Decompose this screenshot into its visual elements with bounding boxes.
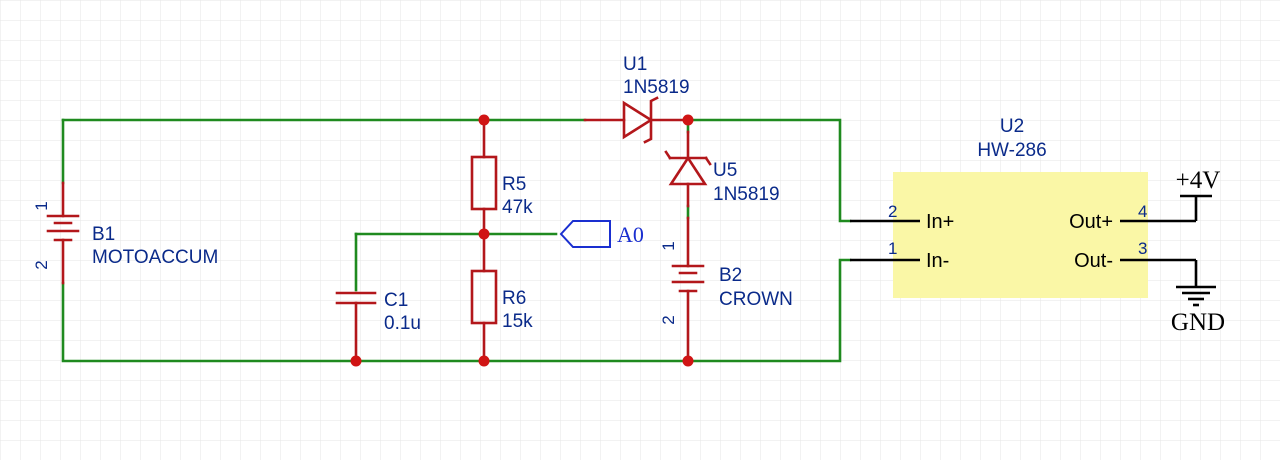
- pin-in-plus-number: 2: [888, 202, 897, 221]
- schottky-diode-icon: [664, 130, 712, 208]
- pin-out-plus-number: 4: [1138, 202, 1147, 221]
- battery-icon: [46, 181, 80, 285]
- b1-pin1-number: 1: [32, 201, 51, 210]
- diode-u5[interactable]: U5 1N5819: [664, 130, 780, 208]
- vcc-label: +4V: [1176, 167, 1221, 194]
- junction-dot: [478, 228, 490, 240]
- capacitor-icon: [335, 291, 377, 363]
- wire-bottom-rail: [61, 258, 852, 363]
- battery-icon: [671, 216, 705, 363]
- u1-value: 1N5819: [623, 77, 690, 98]
- b1-value: MOTOACCUM: [92, 247, 218, 268]
- u5-value: 1N5819: [713, 184, 780, 205]
- resistor-icon: [470, 232, 498, 363]
- battery-b2[interactable]: 1 2 B2 CROWN: [659, 216, 793, 363]
- junction-dot: [478, 355, 490, 367]
- pin-out-plus-name: Out+: [1069, 211, 1113, 233]
- diode-u1[interactable]: U1 1N5819: [583, 54, 690, 144]
- net-label-a0[interactable]: A0: [559, 220, 644, 248]
- b2-pin2-number: 2: [659, 315, 678, 324]
- b2-value: CROWN: [719, 289, 793, 310]
- junction-dot: [682, 114, 694, 126]
- wires: [61, 118, 852, 363]
- r5-ref: R5: [502, 174, 526, 195]
- net-label-flag-icon: [559, 220, 611, 248]
- u5-ref: U5: [713, 160, 737, 181]
- capacitor-c1[interactable]: C1 0.1u: [335, 290, 421, 363]
- pin-out-minus-name: Out-: [1074, 250, 1113, 272]
- r5-value: 47k: [502, 197, 533, 218]
- gnd-label: GND: [1171, 309, 1225, 336]
- resistor-r5[interactable]: R5 47k: [470, 118, 533, 236]
- wire-to-in-plus: [686, 118, 852, 223]
- u2-value: HW-286: [977, 140, 1046, 161]
- junctions: [350, 114, 694, 367]
- b1-ref: B1: [92, 224, 115, 245]
- c1-ref: C1: [384, 290, 408, 311]
- c1-value: 0.1u: [384, 313, 421, 334]
- power-gnd[interactable]: GND: [1171, 260, 1225, 336]
- b2-pin1-number: 1: [659, 241, 678, 250]
- resistor-r6[interactable]: R6 15k: [470, 232, 533, 363]
- battery-b1[interactable]: 1 2 B1 MOTOACCUM: [32, 181, 218, 285]
- b2-ref: B2: [719, 265, 742, 286]
- junction-dot: [350, 355, 362, 367]
- junction-dot: [682, 355, 694, 367]
- u1-ref: U1: [623, 54, 647, 75]
- module-u2[interactable]: U2 HW-286 2 1 4 3 In+ In- Out+ Out-: [850, 116, 1196, 298]
- schottky-diode-icon: [583, 96, 690, 144]
- pin-out-minus-number: 3: [1138, 239, 1147, 258]
- r6-ref: R6: [502, 288, 526, 309]
- junction-dot: [478, 114, 490, 126]
- pin-in-plus-name: In+: [926, 211, 954, 233]
- module-body: [893, 172, 1148, 298]
- a0-label: A0: [617, 222, 644, 247]
- b1-pin2-number: 2: [32, 260, 51, 269]
- u2-ref: U2: [1000, 116, 1024, 137]
- r6-value: 15k: [502, 311, 533, 332]
- pin-in-minus-number: 1: [888, 239, 897, 258]
- power-vcc[interactable]: +4V: [1176, 167, 1221, 221]
- ground-icon: [1176, 285, 1216, 307]
- pin-in-minus-name: In-: [926, 250, 949, 272]
